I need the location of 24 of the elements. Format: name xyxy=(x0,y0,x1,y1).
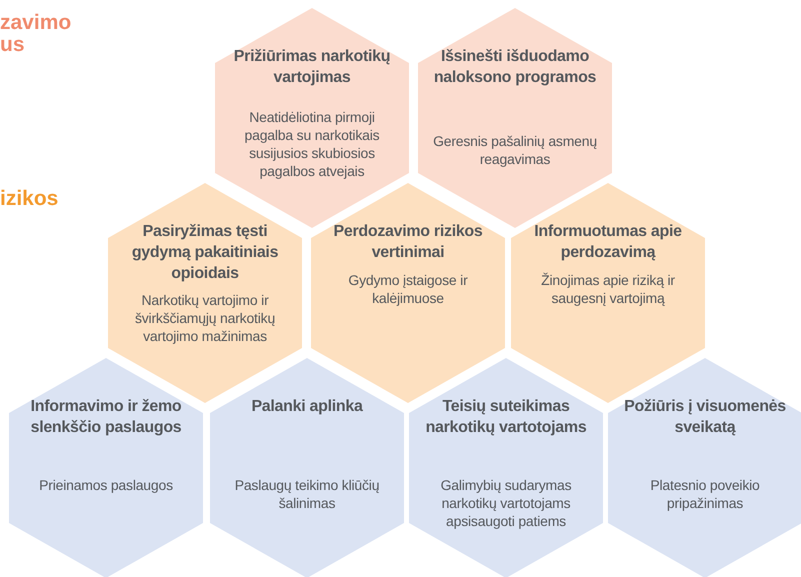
hexagon-tile xyxy=(210,358,404,577)
tile-description: Žinojimas apie riziką ir saugesnį vartojimą xyxy=(540,271,676,307)
tile-description: Prieinamos paslaugos xyxy=(38,476,174,494)
cropped-heading: izikos xyxy=(0,188,60,210)
cropped-heading: zavimo us xyxy=(0,12,70,56)
tile-heading: Informuotumas apie perdozavimą xyxy=(533,222,683,263)
tile-heading: Pasiryžimas tęsti gydymą pakaitiniais opioidais xyxy=(130,222,280,284)
tile-heading: Perdozavimo rizikos vertinimai xyxy=(332,222,484,263)
tile-heading: Teisių suteikimas narkotikų vartotojams xyxy=(424,397,588,438)
tile-description: Geresnis pašalinių asmenų reagavimas xyxy=(432,132,598,168)
tile-description: Galimybių sudarymas narkotikų vartotojams apsisaugoti patiems xyxy=(440,476,572,530)
tile-description: Gydymo įstaigose ir kalėjimuose xyxy=(347,271,469,307)
hexagon-tile xyxy=(9,358,203,577)
tile-description: Paslaugų teikimo kliūčių šalinimas xyxy=(234,476,380,512)
hexagon-tile xyxy=(608,358,801,577)
tile-description: Neatidėliotina pirmoji pagalba su narkotikais susijusios skubiosios pagalbos atvejais xyxy=(244,108,380,180)
tile-description: Narkotikų vartojimo ir švirkščiamųjų narkotikų vartojimo mažinimas xyxy=(134,291,276,345)
tile-heading: Informavimo ir žemo slenkščio paslaugos xyxy=(30,397,182,438)
hexagon-tile xyxy=(409,358,603,577)
tile-heading: Prižiūrimas narkotikų vartojimas xyxy=(232,47,392,88)
tile-heading: Palanki aplinka xyxy=(250,397,364,417)
tile-heading: Išsinešti išduodamo naloksono programos xyxy=(432,47,598,88)
tile-description: Platesnio poveikio pripažinimas xyxy=(649,476,761,512)
tile-heading: Požiūris į visuomenės sveikatą xyxy=(623,397,787,438)
